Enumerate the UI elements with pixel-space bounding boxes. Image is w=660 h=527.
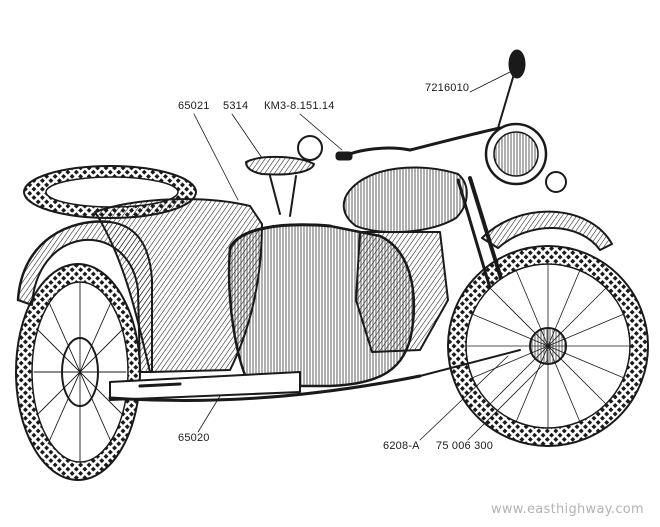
label-part-7216010: 7216010	[425, 82, 470, 94]
watermark-text: www.easthighway.com	[490, 502, 644, 517]
handlebar	[335, 126, 502, 161]
label-part-65020: 65020	[178, 432, 210, 444]
label-part-65021: 65021	[178, 100, 210, 112]
engine	[355, 231, 449, 353]
front-wheel	[447, 245, 649, 447]
front-fender	[481, 210, 613, 251]
fuel-tank	[342, 166, 468, 234]
leader-lines	[193, 71, 549, 441]
sidecar-wheel	[15, 263, 141, 481]
mirror	[497, 49, 526, 129]
headlight	[484, 122, 567, 193]
label-part-km3: КМ3-8.151.14	[264, 100, 335, 112]
label-part-5314: 5314	[223, 100, 249, 112]
label-part-75006300: 75 006 300	[436, 440, 494, 452]
spare-tire	[23, 165, 197, 219]
saddle	[245, 135, 323, 217]
label-part-6208a: 6208-А	[383, 440, 420, 452]
sidecar-frame	[108, 349, 521, 402]
